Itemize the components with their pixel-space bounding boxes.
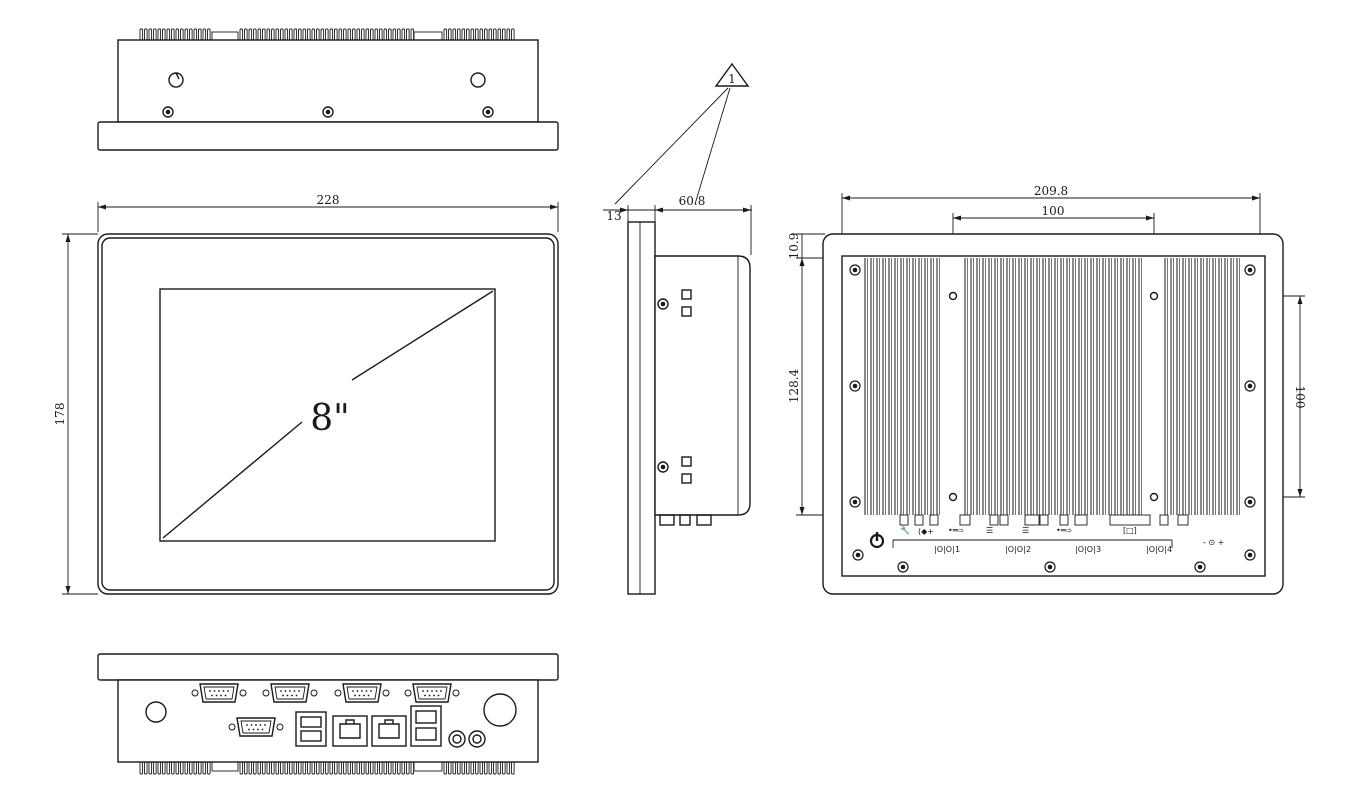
rear-io-panel: 🔧 (◆+ •═⇨ ☰ ☰ •═⇨ [□] - ⊙ + |O|O| 1 |O|O… bbox=[869, 514, 1224, 554]
bottom-hole-left bbox=[145, 701, 167, 723]
bottom-bezel bbox=[97, 653, 559, 681]
top-hole-right bbox=[470, 72, 486, 88]
rear-connector-stubs bbox=[899, 514, 1189, 526]
side-housing bbox=[654, 255, 751, 516]
com-port-label-2: 2 bbox=[1026, 545, 1031, 554]
lan-icon-2: ☰ bbox=[1022, 526, 1029, 535]
rear-housing bbox=[841, 255, 1266, 577]
rear-heatsink-fins bbox=[864, 258, 1240, 515]
front-height-label: 178 bbox=[53, 403, 67, 426]
rear-top-offset-label: 10.9 bbox=[787, 233, 801, 260]
com-port-label-1: 1 bbox=[955, 545, 960, 554]
side-bezel bbox=[627, 221, 656, 595]
top-screws bbox=[162, 106, 494, 118]
com-port-label-4: 4 bbox=[1167, 545, 1172, 554]
rear-screws bbox=[849, 264, 1256, 573]
front-view: 228 178 8" bbox=[53, 193, 559, 595]
audio-icon: (◆+ bbox=[918, 527, 934, 536]
rear-vesa-h-label: 100 bbox=[1042, 204, 1065, 218]
top-housing bbox=[117, 39, 539, 123]
bottom-housing bbox=[117, 679, 539, 763]
rear-vesa-v-label: 100 bbox=[1293, 386, 1307, 409]
bottom-lan-ports bbox=[332, 715, 407, 747]
rear-bezel-outer bbox=[822, 233, 1284, 595]
front-width-label: 228 bbox=[317, 193, 340, 207]
usb-icon-2: •═⇨ bbox=[1056, 526, 1073, 535]
note-marker-label: 1 bbox=[728, 72, 736, 86]
bottom-com-ports bbox=[191, 683, 460, 737]
com-port-label-3: 3 bbox=[1096, 545, 1101, 554]
side-view: 1 13 60.8 bbox=[603, 62, 752, 595]
power-icon bbox=[869, 532, 885, 549]
front-bezel-outer bbox=[97, 233, 559, 595]
com-port-icon-3: |O|O| bbox=[1075, 545, 1096, 554]
top-bezel bbox=[97, 121, 559, 151]
side-bezel-label: 13 bbox=[606, 209, 621, 223]
usb-icon: •═⇨ bbox=[948, 526, 965, 535]
bottom-usb-ports bbox=[295, 705, 442, 747]
bottom-audio-jacks bbox=[448, 730, 486, 748]
rear-height-label: 128.4 bbox=[787, 368, 801, 403]
top-heatsink-fins bbox=[139, 28, 515, 42]
vesa-holes bbox=[948, 291, 1159, 502]
side-depth-label: 60.8 bbox=[679, 194, 706, 208]
screen-size-label: 8" bbox=[310, 398, 349, 439]
front-display-area bbox=[159, 288, 496, 542]
front-bezel-inner bbox=[101, 237, 555, 591]
top-view bbox=[97, 28, 559, 151]
rear-width-label: 209.8 bbox=[1034, 184, 1068, 198]
bottom-hole-right bbox=[483, 693, 517, 727]
bottom-view bbox=[97, 653, 559, 775]
bottom-heatsink-fins bbox=[139, 761, 515, 775]
display-port-icon: [□] bbox=[1123, 526, 1137, 535]
com-port-icon-1: |O|O| bbox=[934, 545, 955, 554]
lan-icon-1: ☰ bbox=[986, 526, 993, 535]
dc-input-icon: - ⊙ + bbox=[1203, 538, 1224, 547]
side-connectors bbox=[659, 514, 712, 526]
note-triangle bbox=[714, 62, 750, 87]
com-port-icon-2: |O|O| bbox=[1005, 545, 1026, 554]
rear-view: 209.8 100 10.9 128.4 100 bbox=[787, 184, 1307, 595]
reset-icon: 🔧 bbox=[900, 525, 910, 535]
com-port-icon-4: |O|O| bbox=[1146, 545, 1167, 554]
